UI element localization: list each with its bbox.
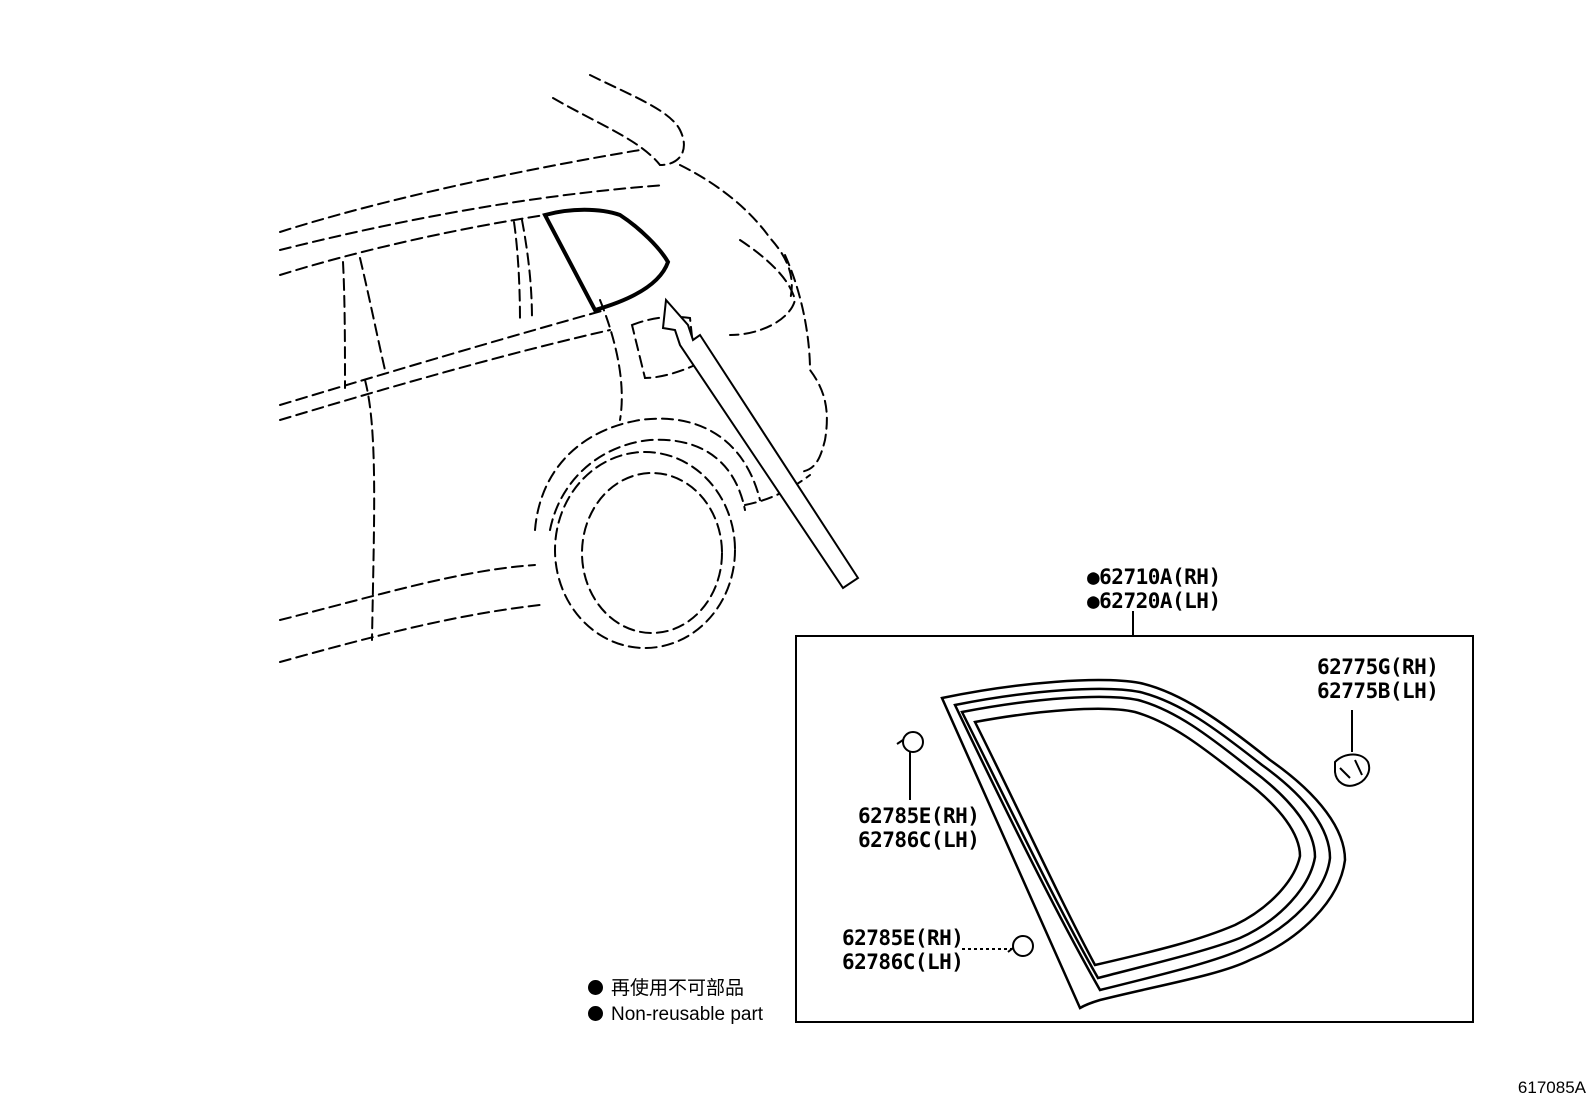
fastener-low-label-lh: 62786C(LH) bbox=[842, 950, 964, 974]
illustration-reference-number: 617085A bbox=[1517, 1078, 1586, 1097]
rear-corner bbox=[784, 254, 828, 473]
clip-icon bbox=[1334, 710, 1371, 787]
rear-hatch-outline bbox=[679, 164, 793, 301]
rocker-lower bbox=[279, 604, 541, 663]
b-pillar-rear bbox=[359, 257, 386, 371]
wheel-arch-inner bbox=[549, 438, 746, 531]
glass-lh-part-number: 62720A(LH) bbox=[1099, 589, 1221, 613]
glass-assembly-label-rh: ●62710A(RH) bbox=[1087, 565, 1221, 589]
fastener-mid-icon bbox=[896, 731, 924, 800]
legend-en-text: Non-reusable part bbox=[611, 1004, 764, 1025]
roof-line-lower bbox=[279, 184, 666, 251]
c-pillar-rear bbox=[521, 219, 533, 321]
fastener-mid-label-lh: 62786C(LH) bbox=[858, 828, 980, 852]
clip-label-rh: 62775G(RH) bbox=[1317, 655, 1439, 679]
quarter-window-highlight bbox=[542, 207, 671, 313]
glass-rh-part-number: 62710A(RH) bbox=[1099, 565, 1221, 589]
legend-jp-text: 再使用不可部品 bbox=[611, 978, 745, 999]
window-belt-line bbox=[279, 309, 606, 406]
clip-label-lh: 62775B(LH) bbox=[1317, 679, 1439, 703]
c-pillar-front bbox=[513, 221, 521, 323]
legend-en: Non-reusable part bbox=[588, 1003, 763, 1027]
fastener-low-label-rh: 62785E(RH) bbox=[842, 926, 964, 950]
b-pillar-front bbox=[342, 261, 346, 389]
detail-box bbox=[795, 635, 1474, 1023]
roof-spoiler-edge bbox=[552, 97, 661, 166]
non-reusable-marker: ● bbox=[1087, 589, 1100, 613]
pointer-arrow bbox=[661, 297, 860, 590]
fastener-mid-label-rh: 62785E(RH) bbox=[858, 804, 980, 828]
window-top-line bbox=[279, 214, 546, 276]
non-reusable-marker: ● bbox=[1087, 565, 1100, 589]
wheel-arch-outer bbox=[534, 417, 761, 531]
roof-spoiler-top bbox=[589, 74, 685, 166]
rear-door-line bbox=[364, 379, 376, 641]
tire-outer bbox=[554, 451, 736, 649]
legend-jp: 再使用不可部品 bbox=[588, 977, 744, 1001]
fastener-low-icon bbox=[962, 935, 1034, 957]
roof-line-upper bbox=[279, 149, 641, 233]
legend-dot-icon bbox=[588, 1006, 603, 1021]
quarter-panel-line bbox=[599, 299, 623, 421]
tire-inner bbox=[581, 472, 723, 634]
quarter-glass-drawing bbox=[940, 678, 1347, 1010]
glass-assembly-label-lh: ●62720A(LH) bbox=[1087, 589, 1221, 613]
rocker-upper bbox=[279, 564, 536, 621]
legend-dot-icon bbox=[588, 980, 603, 995]
body-belt-line bbox=[279, 329, 611, 421]
